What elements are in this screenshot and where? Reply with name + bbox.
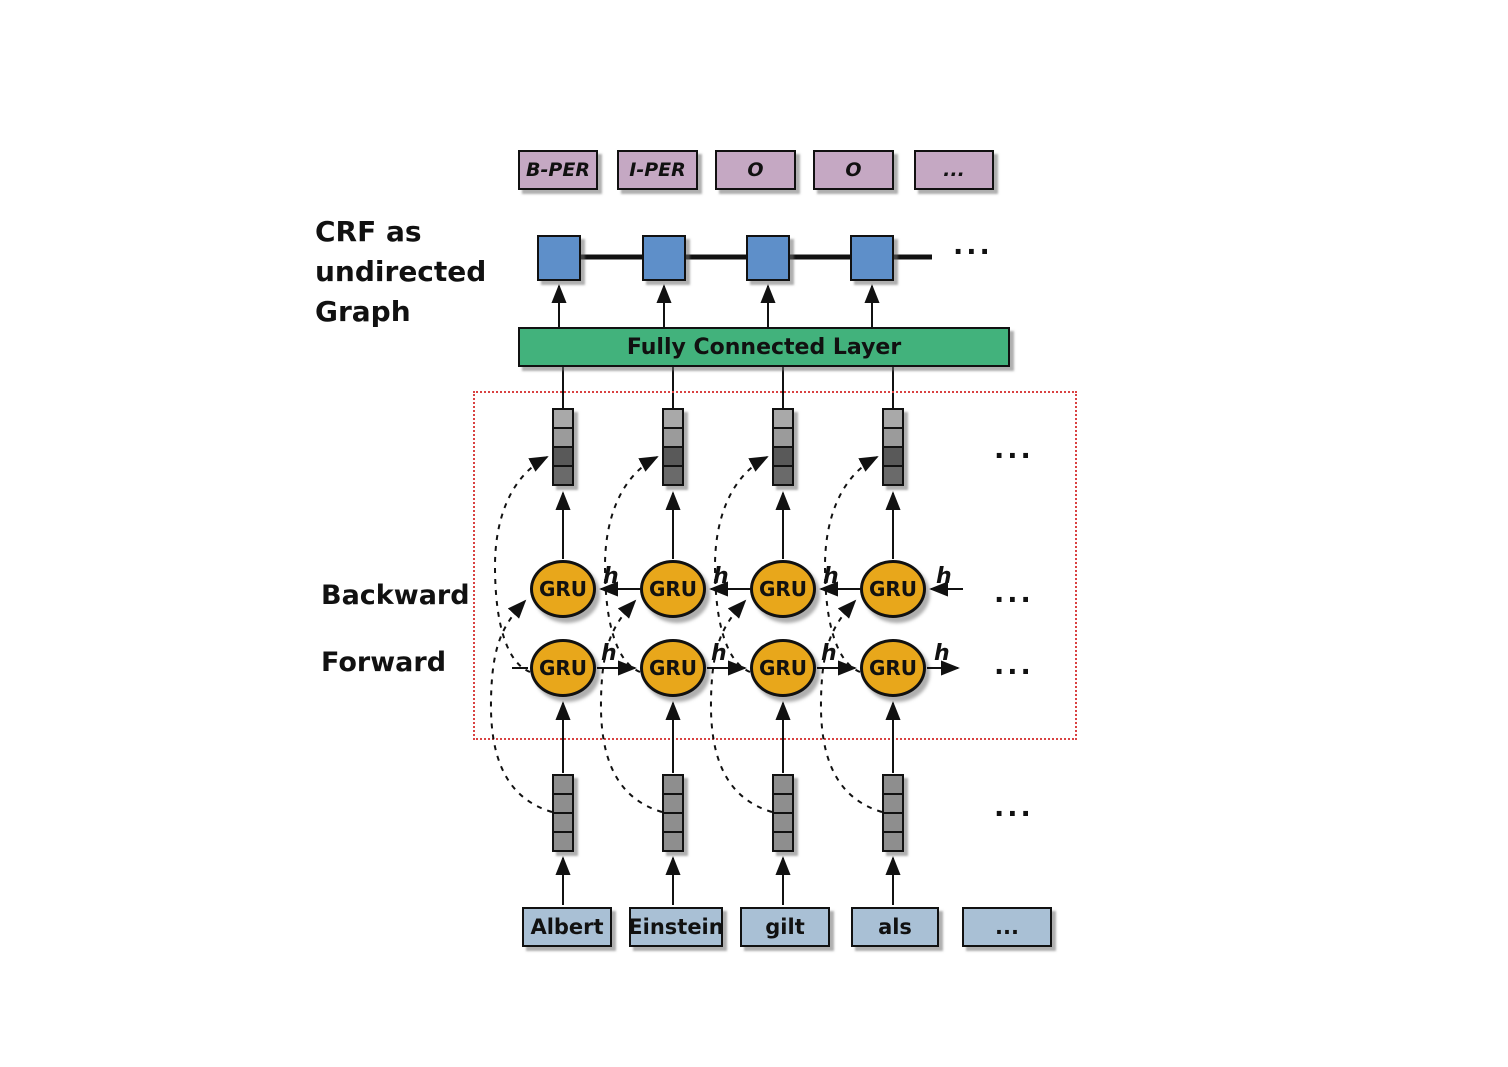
forward-row-label: Forward [321, 647, 447, 678]
output-tag-box: B-PER [518, 150, 598, 190]
crf-caption-line: CRF as [315, 215, 422, 248]
forward-gru-to-vector-dashed-arrows [493, 456, 879, 673]
output-tag-label: B-PER [526, 159, 590, 181]
output-tag-label: ... [943, 159, 965, 181]
backward-row-ellipsis: ... [994, 578, 1034, 609]
vector-cell [552, 831, 574, 852]
vector-cell [772, 465, 794, 486]
fully-connected-layer-bar: Fully Connected Layer [518, 327, 1010, 367]
hidden-state-label: h [601, 641, 617, 666]
output-tag-label: I-PER [629, 159, 686, 181]
concat-vector-stack [552, 408, 574, 486]
hidden-state-label: h [821, 641, 837, 666]
embedding-to-backward-gru-dashed-arrows [489, 599, 883, 813]
output-tag-label: O [845, 159, 862, 181]
hidden-state-label: h [823, 564, 839, 589]
output-tag-box: O [813, 150, 894, 190]
embedding-vector-stack [772, 774, 794, 852]
gru-node-label: GRU [758, 656, 808, 680]
crf-node [642, 235, 686, 281]
gru-node-forward: GRU [530, 639, 596, 697]
embedding-row-ellipsis: ... [994, 792, 1034, 823]
crf-node [850, 235, 894, 281]
gru-node-forward: GRU [750, 639, 816, 697]
output-tag-box: I-PER [617, 150, 698, 190]
concat-vector-stack [882, 408, 904, 486]
output-tag-label: O [747, 159, 764, 181]
word-label: als [878, 915, 912, 939]
vector-cell [662, 465, 684, 486]
hidden-state-label: h [713, 564, 729, 589]
gru-node-backward: GRU [640, 560, 706, 618]
concat-vector-stack [662, 408, 684, 486]
gru-node-label: GRU [648, 577, 698, 601]
word-label: Albert [530, 915, 604, 939]
hidden-state-label: h [936, 564, 952, 589]
crf-caption: CRF as undirected Graph [315, 212, 486, 332]
word-box: Einstein [628, 907, 724, 947]
gru-node-label: GRU [538, 577, 588, 601]
vector-cell [772, 831, 794, 852]
embedding-vector-stack [882, 774, 904, 852]
word-box: gilt [740, 907, 830, 947]
word-label: gilt [765, 915, 805, 939]
backward-row-label: Backward [321, 580, 470, 611]
gru-node-backward: GRU [750, 560, 816, 618]
fc-to-crf-arrows [551, 284, 880, 327]
gru-node-forward: GRU [860, 639, 926, 697]
concat-vector-stack [772, 408, 794, 486]
hidden-state-label: h [934, 641, 950, 666]
gru-node-label: GRU [648, 656, 698, 680]
embedding-vector-stack [552, 774, 574, 852]
word-box: als [851, 907, 939, 947]
fully-connected-layer-label: Fully Connected Layer [626, 334, 902, 360]
gru-node-label: GRU [758, 577, 808, 601]
crf-node [537, 235, 581, 281]
embedding-vector-stack [662, 774, 684, 852]
word-to-embedding-arrows [555, 856, 901, 905]
forward-row-ellipsis: ... [994, 650, 1034, 681]
gru-node-label: GRU [868, 577, 918, 601]
crf-caption-line: undirected [315, 255, 487, 288]
hidden-state-label: h [711, 641, 727, 666]
word-label: ... [995, 915, 1019, 939]
concat-row-ellipsis: ... [994, 434, 1034, 465]
word-label: Einstein [628, 915, 724, 939]
word-box: Albert [522, 907, 612, 947]
output-tag-box: ... [914, 150, 994, 190]
output-tag-box: O [715, 150, 796, 190]
crf-caption-line: Graph [315, 295, 411, 328]
gru-node-forward: GRU [640, 639, 706, 697]
backward-gru-to-vector-arrows [555, 491, 901, 559]
bigru-region-outline [473, 391, 1077, 740]
gru-node-label: GRU [538, 656, 588, 680]
vector-cell [662, 831, 684, 852]
crf-chain-ellipsis: ... [953, 230, 993, 261]
gru-node-backward: GRU [860, 560, 926, 618]
embedding-to-forward-gru-arrows [555, 701, 901, 773]
crf-node [746, 235, 790, 281]
vector-cell [882, 831, 904, 852]
vector-cell [882, 465, 904, 486]
gru-node-label: GRU [868, 656, 918, 680]
word-box: ... [962, 907, 1052, 947]
gru-node-backward: GRU [530, 560, 596, 618]
fc-to-vector-lines [562, 367, 894, 410]
vector-cell [552, 465, 574, 486]
hidden-state-label: h [603, 564, 619, 589]
